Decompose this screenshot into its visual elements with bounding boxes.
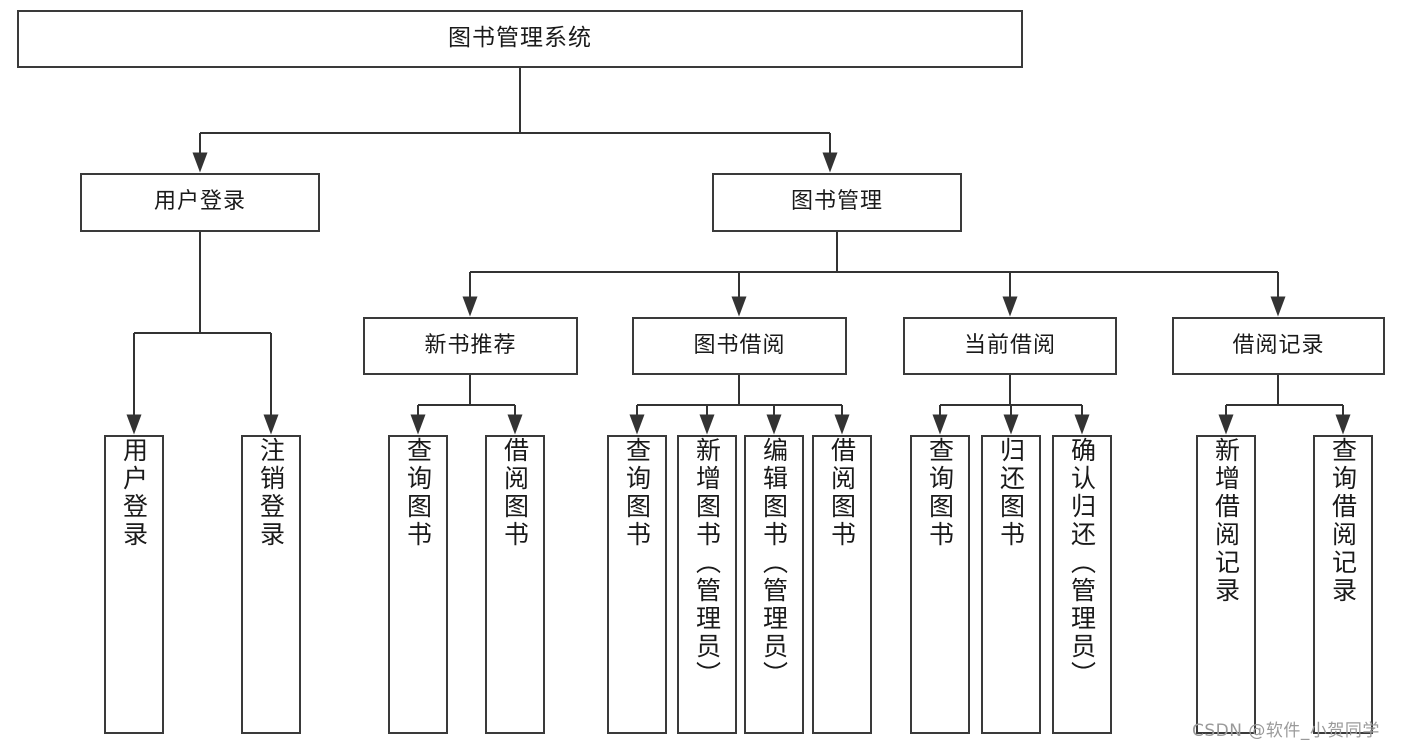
node-book-manage-label: 图书管理 [790, 189, 883, 215]
node-leaf-user-login[interactable]: 用户登录 [104, 435, 164, 734]
node-book-borrow-label: 图书借阅 [693, 332, 786, 358]
node-leaf-cb-query-book[interactable]: 查询图书 [910, 435, 970, 734]
node-leaf-label: 查询借阅记录 [1328, 437, 1358, 605]
node-leaf-label: 新增借阅记录 [1211, 437, 1241, 605]
node-leaf-user-logout[interactable]: 注销登录 [241, 435, 301, 734]
node-root-system[interactable]: 图书管理系统 [17, 10, 1023, 68]
node-leaf-label: 归还图书 [996, 437, 1026, 549]
node-book-borrow[interactable]: 图书借阅 [632, 317, 847, 375]
node-book-manage[interactable]: 图书管理 [712, 173, 962, 232]
node-root-label: 图书管理系统 [448, 25, 592, 52]
node-leaf-label: 编辑图书（管理员） [759, 437, 789, 689]
node-user-login-label: 用户登录 [153, 189, 246, 215]
node-leaf-label: 借阅图书 [500, 437, 530, 549]
node-leaf-br-query-record[interactable]: 查询借阅记录 [1313, 435, 1373, 734]
node-leaf-label: 查询图书 [925, 437, 955, 549]
node-leaf-label: 查询图书 [403, 437, 433, 549]
node-leaf-label: 查询图书 [622, 437, 652, 549]
node-leaf-rec-borrow-book[interactable]: 借阅图书 [485, 435, 545, 734]
node-borrow-record-label: 借阅记录 [1232, 332, 1325, 358]
node-new-book-rec[interactable]: 新书推荐 [363, 317, 578, 375]
node-current-borrow-label: 当前借阅 [963, 332, 1056, 358]
node-user-login[interactable]: 用户登录 [80, 173, 320, 232]
node-leaf-rec-query-book[interactable]: 查询图书 [388, 435, 448, 734]
node-leaf-cb-return-book[interactable]: 归还图书 [981, 435, 1041, 734]
node-leaf-bb-query-book[interactable]: 查询图书 [607, 435, 667, 734]
node-leaf-label: 用户登录 [119, 437, 149, 549]
node-leaf-label: 借阅图书 [827, 437, 857, 549]
node-leaf-bb-add-book[interactable]: 新增图书（管理员） [677, 435, 737, 734]
csdn-watermark: CSDN @软件_小贺同学 [1192, 721, 1380, 741]
node-leaf-label: 注销登录 [256, 437, 286, 549]
node-new-book-rec-label: 新书推荐 [424, 332, 517, 358]
node-current-borrow[interactable]: 当前借阅 [903, 317, 1117, 375]
node-leaf-label: 确认归还（管理员） [1067, 437, 1097, 689]
node-leaf-br-add-record[interactable]: 新增借阅记录 [1196, 435, 1256, 734]
node-leaf-cb-confirm-return[interactable]: 确认归还（管理员） [1052, 435, 1112, 734]
node-leaf-bb-borrow-book[interactable]: 借阅图书 [812, 435, 872, 734]
node-leaf-bb-edit-book[interactable]: 编辑图书（管理员） [744, 435, 804, 734]
node-borrow-record[interactable]: 借阅记录 [1172, 317, 1385, 375]
node-leaf-label: 新增图书（管理员） [692, 437, 722, 689]
